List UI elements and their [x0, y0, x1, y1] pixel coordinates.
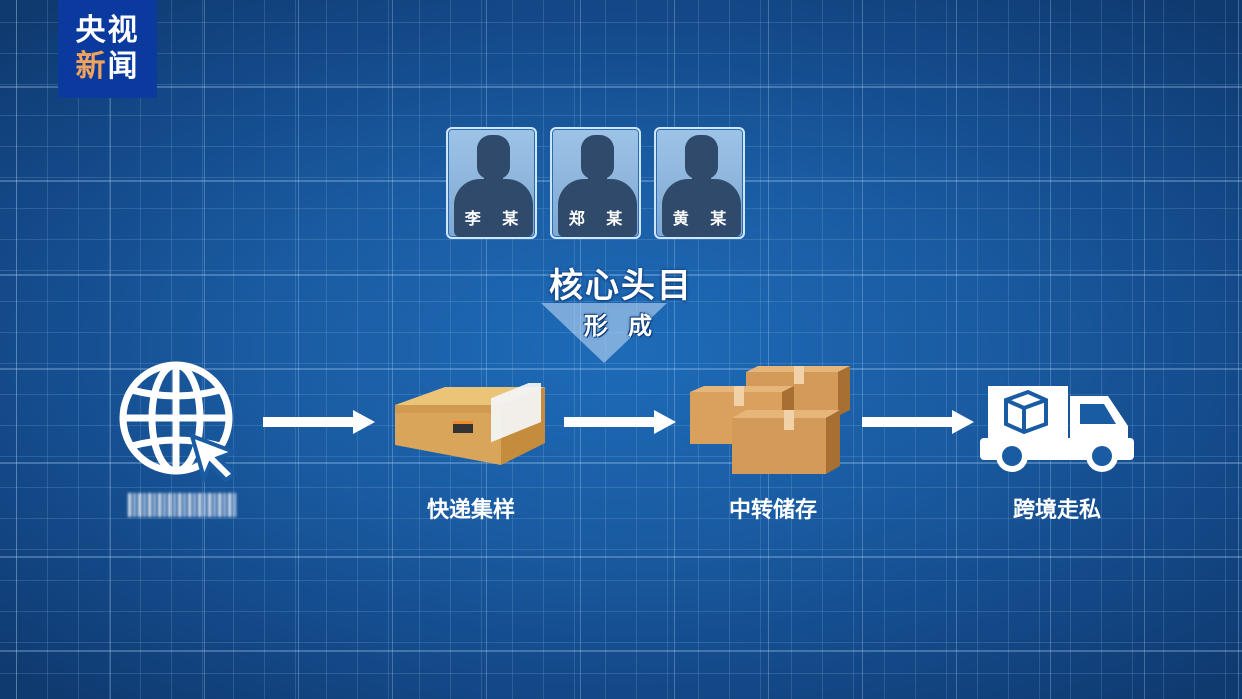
formation-subtitle: 形 成: [583, 312, 659, 340]
silhouette-icon: [558, 179, 637, 237]
arrow-right-icon: [263, 410, 375, 434]
step-4-label: 跨境走私: [1012, 498, 1101, 523]
step-2-label: 快递集样: [426, 498, 515, 523]
parcel-box-icon: [395, 383, 545, 465]
person-name: 郑 某: [568, 209, 631, 228]
arrow-right-icon: [564, 410, 676, 434]
logo-line1: 央视: [75, 13, 140, 48]
portrait-card: 李 某: [446, 127, 537, 239]
down-pointer-triangle: [541, 303, 667, 363]
logo-line2-b: 闻: [107, 49, 140, 84]
silhouette-icon: [454, 179, 533, 237]
arrow-right-icon: [862, 410, 974, 434]
globe-cursor-icon: [119, 361, 240, 482]
portrait-card: 黄 某: [654, 127, 745, 239]
person-name: 黄 某: [672, 209, 735, 228]
stacked-boxes-icon: [690, 366, 850, 474]
ringleader-title: 核心头目: [549, 266, 693, 306]
portrait-card: 郑 某: [550, 127, 641, 239]
step-1-label-blurred: [128, 493, 236, 517]
silhouette-icon: [662, 179, 741, 237]
step-3-label: 中转储存: [728, 498, 817, 523]
logo-line2-a: 新: [75, 49, 108, 84]
delivery-truck-icon: [980, 386, 1134, 472]
person-name: 李 某: [464, 209, 527, 228]
ringleader-portraits: 李 某 郑 某 黄 某: [446, 127, 745, 239]
cctv-news-logo: 央视 新闻: [58, 0, 157, 98]
